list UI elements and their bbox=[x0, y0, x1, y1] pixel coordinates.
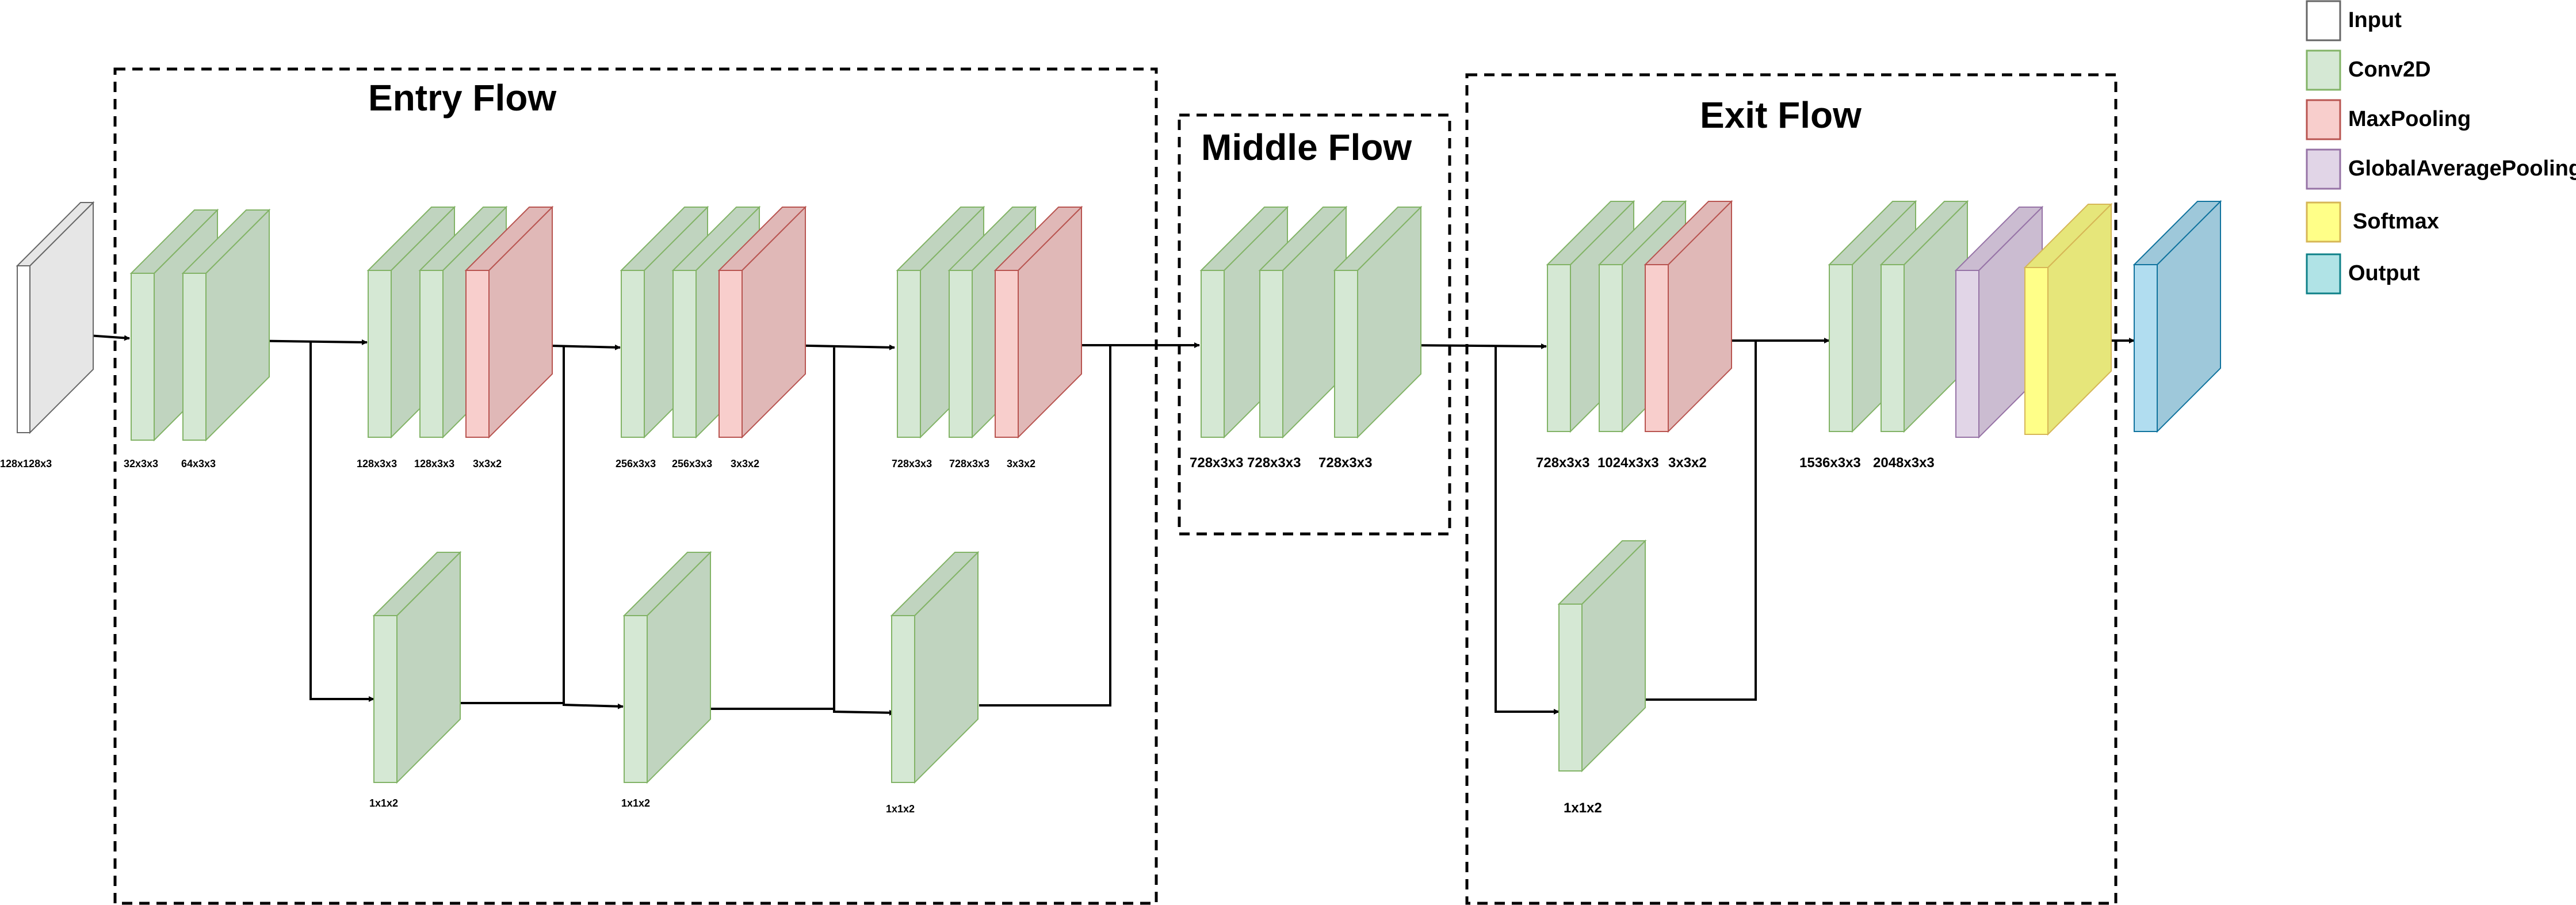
label-e6: 256x3x3 bbox=[616, 458, 656, 469]
entry-flow-box bbox=[113, 67, 1158, 905]
conv-e10-front-face bbox=[949, 270, 973, 438]
label-e3: 128x3x3 bbox=[357, 458, 397, 469]
conv-e6-front-face bbox=[621, 270, 645, 438]
conv-e9-front-face bbox=[897, 270, 921, 438]
pool-e5-block bbox=[464, 205, 554, 439]
legend-swatch-softmax bbox=[2306, 201, 2341, 243]
conv-e3-front-face bbox=[368, 270, 392, 438]
pool-e8-block bbox=[717, 205, 807, 439]
softmax-layer-block bbox=[2023, 203, 2113, 436]
legend-swatch-input bbox=[2306, 0, 2341, 41]
conv-m3-block bbox=[1333, 205, 1423, 439]
pool-e5-front-face bbox=[465, 270, 490, 438]
legend-label-softmax: Softmax bbox=[2353, 209, 2439, 234]
edge-exit-skip-out bbox=[1623, 341, 1757, 701]
conv-m2-front-face bbox=[1259, 270, 1283, 438]
label-x5: 2048x3x3 bbox=[1873, 455, 1935, 471]
conv-x1-front-face bbox=[1547, 264, 1571, 432]
conv-e4-front-face bbox=[419, 270, 444, 438]
edge-block1-skip-out bbox=[443, 702, 624, 709]
label-m2: 728x3x3 bbox=[1247, 455, 1301, 471]
conv-e2-block bbox=[181, 208, 271, 442]
edge-block1-skip bbox=[309, 341, 374, 702]
label-x4: 1536x3x3 bbox=[1799, 455, 1861, 471]
conv-s4-front-face bbox=[1558, 604, 1583, 772]
label-s3: 1x1x2 bbox=[886, 803, 915, 815]
conv-s1-block bbox=[372, 551, 462, 784]
pool-x3-front-face bbox=[1645, 264, 1669, 432]
conv-s4-block bbox=[1557, 539, 1647, 773]
label-s1: 1x1x2 bbox=[369, 797, 398, 809]
conv-x5-block bbox=[1879, 200, 1969, 433]
conv-x2-front-face bbox=[1599, 264, 1623, 432]
pool-e8-front-face bbox=[718, 270, 743, 438]
conv-m3-front-face bbox=[1334, 270, 1358, 438]
output-layer-front-face bbox=[2134, 264, 2158, 432]
conv-m1-front-face bbox=[1201, 270, 1225, 438]
legend-label-maxpooling: MaxPooling bbox=[2348, 107, 2471, 131]
label-x2: 1024x3x3 bbox=[1597, 455, 1659, 471]
gap-layer-front-face bbox=[1955, 270, 1979, 438]
edge-middle-to-exit bbox=[1404, 343, 1547, 349]
label-m3: 728x3x3 bbox=[1318, 455, 1372, 471]
output-layer-block bbox=[2132, 200, 2222, 433]
legend-swatch-output bbox=[2306, 253, 2341, 295]
edge-exit-skip bbox=[1495, 346, 1560, 715]
legend-label-globalaveragepooling: GlobalAveragePooling bbox=[2348, 156, 2576, 181]
exit-flow-title: Exit Flow bbox=[1700, 94, 1862, 136]
conv-s1-front-face bbox=[373, 615, 398, 783]
input-layer-side-face bbox=[29, 201, 94, 434]
conv-s2-block bbox=[622, 551, 712, 784]
label-e7: 256x3x3 bbox=[672, 458, 712, 469]
label-x1: 728x3x3 bbox=[1536, 455, 1589, 471]
label-x3: 3x3x2 bbox=[1668, 455, 1707, 471]
label-input: 128x128x3 bbox=[0, 458, 52, 469]
layers bbox=[16, 200, 2222, 784]
label-e8: 3x3x2 bbox=[731, 458, 759, 469]
conv-e1-front-face bbox=[131, 273, 155, 441]
legend-label-input: Input bbox=[2348, 8, 2402, 32]
conv-e7-front-face bbox=[672, 270, 697, 438]
legend-swatch-conv2d bbox=[2306, 49, 2341, 91]
dimension-labels: 128x128x3 32x3x3 64x3x3 128x3x3 128x3x3 … bbox=[0, 455, 1935, 816]
conv-x4-front-face bbox=[1829, 264, 1853, 432]
conv-s3-block bbox=[890, 551, 980, 784]
conv-e2-front-face bbox=[182, 273, 207, 441]
label-e5: 3x3x2 bbox=[473, 458, 502, 469]
legend-label-conv2d: Conv2D bbox=[2348, 58, 2431, 82]
edge-block2-skip-out bbox=[703, 708, 895, 716]
middle-flow-title: Middle Flow bbox=[1201, 127, 1412, 168]
entry-flow-title: Entry Flow bbox=[368, 77, 556, 119]
label-e1: 32x3x3 bbox=[124, 458, 158, 469]
label-e9: 728x3x3 bbox=[892, 458, 932, 469]
legend-label-output: Output bbox=[2348, 261, 2420, 285]
input-layer-block bbox=[16, 201, 95, 434]
pool-e11-block bbox=[993, 205, 1083, 439]
label-m1: 728x3x3 bbox=[1190, 455, 1243, 471]
label-s4: 1x1x2 bbox=[1564, 800, 1602, 816]
label-e10: 728x3x3 bbox=[949, 458, 989, 469]
input-layer-front-face bbox=[17, 265, 30, 433]
conv-s2-front-face bbox=[624, 615, 648, 783]
label-e11: 3x3x2 bbox=[1007, 458, 1035, 469]
conv-s3-front-face bbox=[891, 615, 915, 783]
conv-x5-front-face bbox=[1881, 264, 1905, 432]
label-e4: 128x3x3 bbox=[414, 458, 454, 469]
legend-swatch-maxpooling bbox=[2306, 99, 2341, 140]
pool-x3-block bbox=[1644, 200, 1733, 433]
label-e2: 64x3x3 bbox=[181, 458, 216, 469]
label-s2: 1x1x2 bbox=[621, 797, 650, 809]
edge-block4-skip-out bbox=[979, 345, 1111, 707]
exit-flow-box bbox=[1465, 73, 2118, 905]
legend-swatch-globalaveragepooling bbox=[2306, 148, 2341, 190]
softmax-layer-front-face bbox=[2024, 267, 2048, 435]
pool-e11-front-face bbox=[995, 270, 1019, 438]
